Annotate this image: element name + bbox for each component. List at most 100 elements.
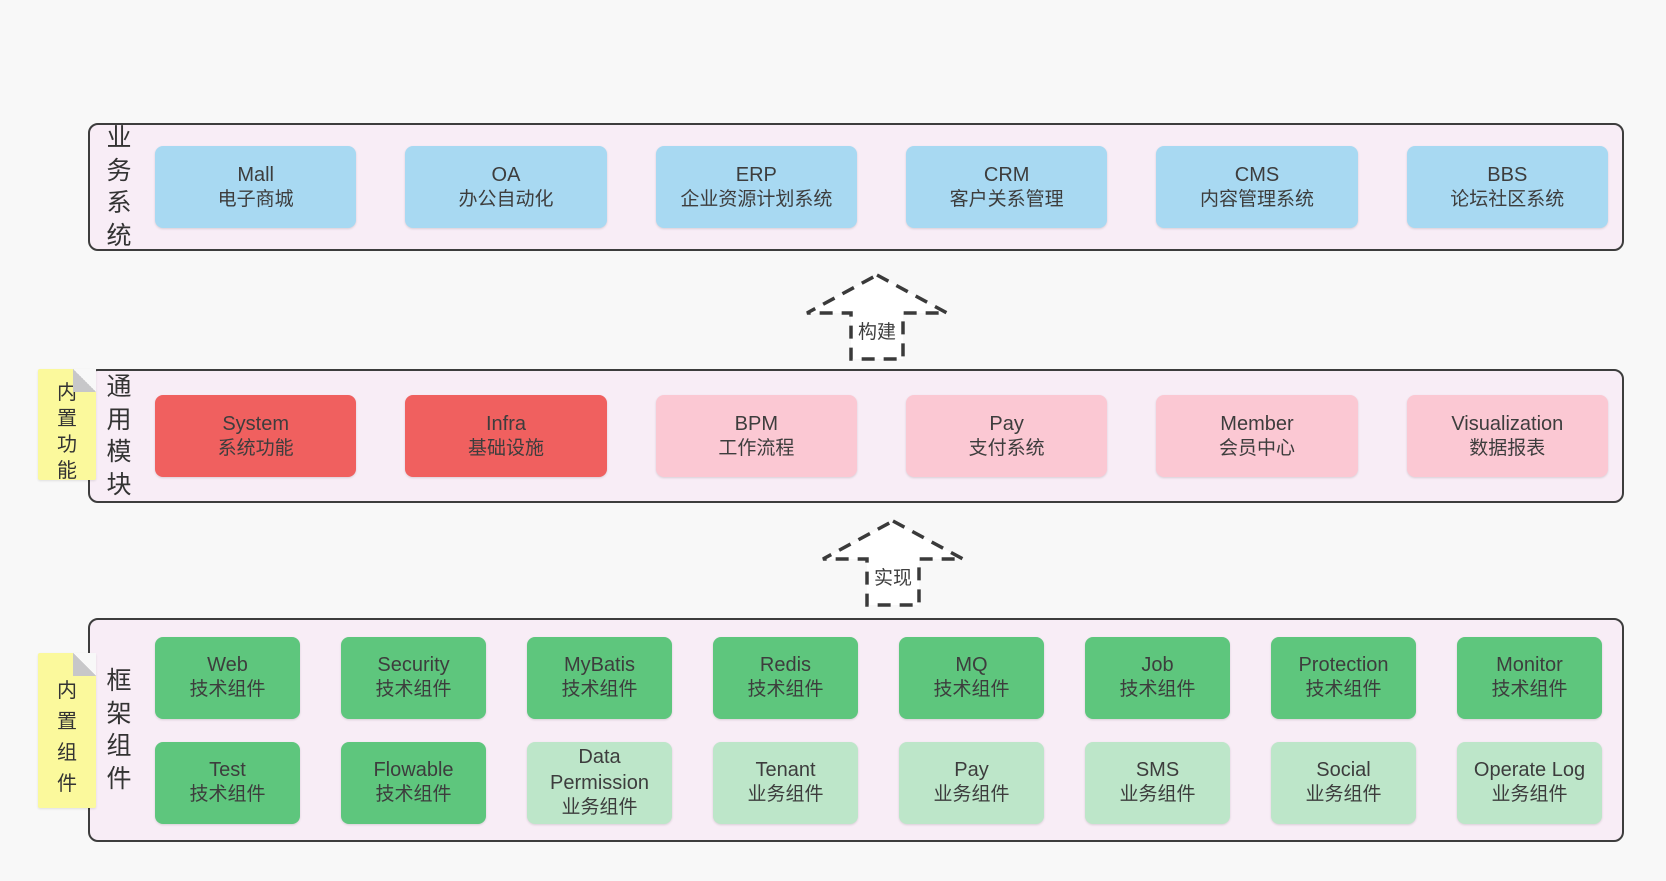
- box-title: Infra: [485, 412, 526, 435]
- arrow-build: 构建: [802, 271, 952, 363]
- box-title: Tenant: [755, 759, 816, 782]
- box-subtitle: 业务组件: [747, 784, 824, 806]
- box-subtitle: 论坛社区系统: [1450, 188, 1565, 210]
- box-subtitle: 技术组件: [189, 784, 266, 806]
- box-subtitle: 技术组件: [1491, 679, 1568, 701]
- box-subtitle: 业务组件: [933, 784, 1010, 806]
- band-label: 业务系统: [102, 124, 136, 250]
- box-subtitle: 业务组件: [1119, 784, 1196, 806]
- box-title: ERP: [735, 163, 777, 186]
- folded-corner-icon: [73, 653, 96, 676]
- box-subtitle: 技术组件: [933, 679, 1010, 701]
- box-subtitle: 会员中心: [1218, 437, 1295, 459]
- band-label-text: 框架组件: [106, 667, 132, 793]
- sticky-note-built-in-features: 内置功能: [38, 369, 96, 482]
- box-title: Job: [1141, 654, 1174, 677]
- box-title: Pay: [954, 759, 989, 782]
- box-title: CRM: [983, 163, 1030, 186]
- box-title: BBS: [1487, 163, 1528, 186]
- box-title: MyBatis: [563, 654, 636, 677]
- box-subtitle: 数据报表: [1469, 437, 1546, 459]
- box-subtitle: 技术组件: [561, 679, 638, 701]
- box-title: System: [222, 412, 289, 435]
- box-title: BPM: [734, 412, 778, 435]
- box-subtitle: 技术组件: [375, 679, 452, 701]
- box-subtitle: 工作流程: [718, 437, 795, 459]
- sticky-note-text: 内置功能: [57, 381, 77, 482]
- box-title: Mall: [237, 163, 274, 186]
- box-subtitle: 内容管理系统: [1199, 188, 1314, 210]
- box-title: Flowable: [373, 759, 454, 782]
- arrow-label: 实现: [873, 568, 912, 589]
- sticky-note-built-in-components: 内置组件: [38, 653, 96, 808]
- box-subtitle: 技术组件: [189, 679, 266, 701]
- box-subtitle: 电子商城: [217, 188, 294, 210]
- sticky-note-text: 内置组件: [57, 679, 77, 795]
- box-title: Data Permission: [550, 746, 649, 795]
- arrow-label: 构建: [857, 322, 896, 343]
- box-subtitle: 企业资源计划系统: [680, 188, 833, 210]
- box-subtitle: 办公自动化: [458, 188, 554, 210]
- band-label-text: 业务系统: [106, 124, 132, 250]
- box-title: Pay: [989, 412, 1024, 435]
- folded-corner-icon: [73, 369, 96, 392]
- box-subtitle: 客户关系管理: [949, 188, 1064, 210]
- box-subtitle: 基础设施: [467, 437, 544, 459]
- band-label: 通用模块: [102, 371, 136, 501]
- box-title: Social: [1316, 759, 1371, 782]
- box-subtitle: 业务组件: [561, 797, 638, 819]
- box-subtitle: 技术组件: [375, 784, 452, 806]
- box-title: CMS: [1234, 163, 1280, 186]
- box-subtitle: 系统功能: [217, 437, 294, 459]
- arrow-up-icon: [806, 273, 948, 361]
- box-subtitle: 技术组件: [747, 679, 824, 701]
- box-title: Visualization: [1451, 412, 1564, 435]
- box-title: SMS: [1135, 759, 1180, 782]
- arrow-up-icon: [822, 519, 964, 607]
- band-label-text: 通用模块: [106, 373, 132, 499]
- box-title: MQ: [955, 654, 988, 677]
- box-title: Protection: [1298, 654, 1389, 677]
- box-title: Web: [207, 654, 248, 677]
- box-title: Redis: [759, 654, 812, 677]
- box-title: Member: [1220, 412, 1294, 435]
- box-title: Monitor: [1496, 654, 1563, 677]
- box-title: Security: [377, 654, 450, 677]
- box-title: Test: [209, 759, 246, 782]
- box-subtitle: 技术组件: [1305, 679, 1382, 701]
- box-title: Operate Log: [1473, 759, 1586, 782]
